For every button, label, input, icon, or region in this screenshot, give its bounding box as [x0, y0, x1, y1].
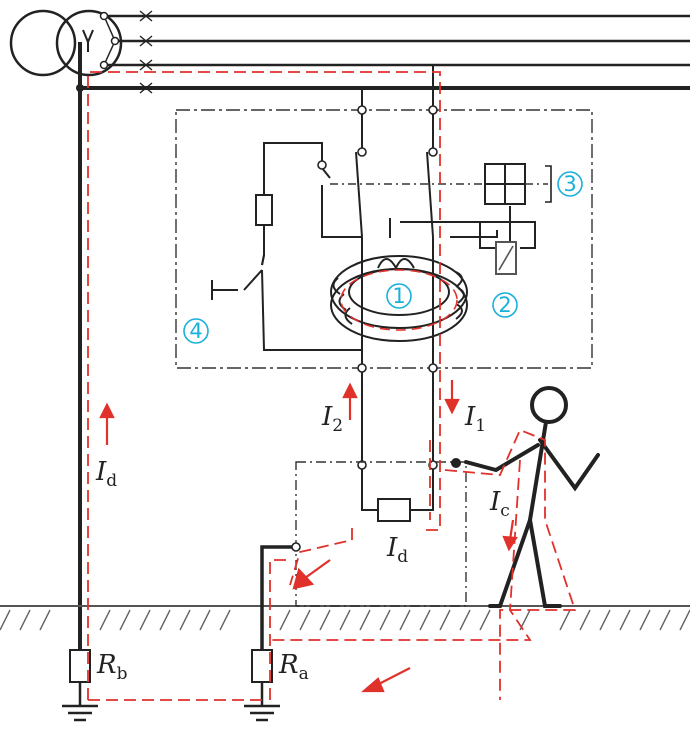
label-rb: Rb — [96, 650, 128, 684]
trip-relay-icon — [495, 241, 517, 275]
label-id-left: Id — [95, 457, 117, 491]
rcd-housing — [175, 109, 593, 369]
fault-current-path — [87, 71, 577, 701]
earth-ground-icon — [244, 704, 280, 722]
rb-resistor — [69, 649, 91, 706]
person-figure-icon — [464, 386, 600, 608]
marker-4: 4 — [183, 318, 209, 344]
svg-text:4: 4 — [189, 319, 202, 343]
marker-2: 2 — [492, 292, 518, 318]
equipment-enclosure — [295, 461, 467, 607]
toroid-flux-arrows — [340, 269, 458, 331]
load-circuit — [361, 465, 434, 511]
svg-text:3: 3 — [563, 172, 576, 196]
resistor-icon — [377, 498, 411, 522]
ra-resistor — [251, 649, 273, 706]
svg-text:2: 2 — [498, 293, 511, 317]
protective-earth — [260, 545, 296, 650]
pe-node — [291, 542, 301, 552]
marker-3: 3 — [557, 171, 583, 197]
touch-point — [451, 458, 461, 468]
rcd-contact-nodes — [317, 105, 438, 373]
current-arrows — [99, 380, 518, 693]
bracket-3 — [545, 165, 552, 203]
rcd-conductors — [211, 65, 536, 465]
svg-text:1: 1 — [392, 284, 405, 308]
ground-surface — [0, 605, 690, 631]
toroid-current-transformer-icon — [330, 255, 468, 342]
earth-ground-icon — [62, 704, 98, 722]
transformer-icon — [9, 9, 123, 77]
supply-nodes — [99, 11, 120, 70]
label-id-load: Id — [386, 533, 408, 567]
trip-mechanism-icon — [484, 163, 526, 205]
label-i1: I1 — [464, 402, 486, 436]
label-i2: I2 — [321, 402, 343, 436]
supply-lines — [80, 10, 690, 94]
label-ra: Ra — [278, 650, 309, 684]
marker-1: 1 — [386, 283, 412, 309]
test-resistor — [255, 194, 273, 226]
load-nodes — [357, 460, 438, 470]
label-ic: Ic — [489, 487, 510, 521]
